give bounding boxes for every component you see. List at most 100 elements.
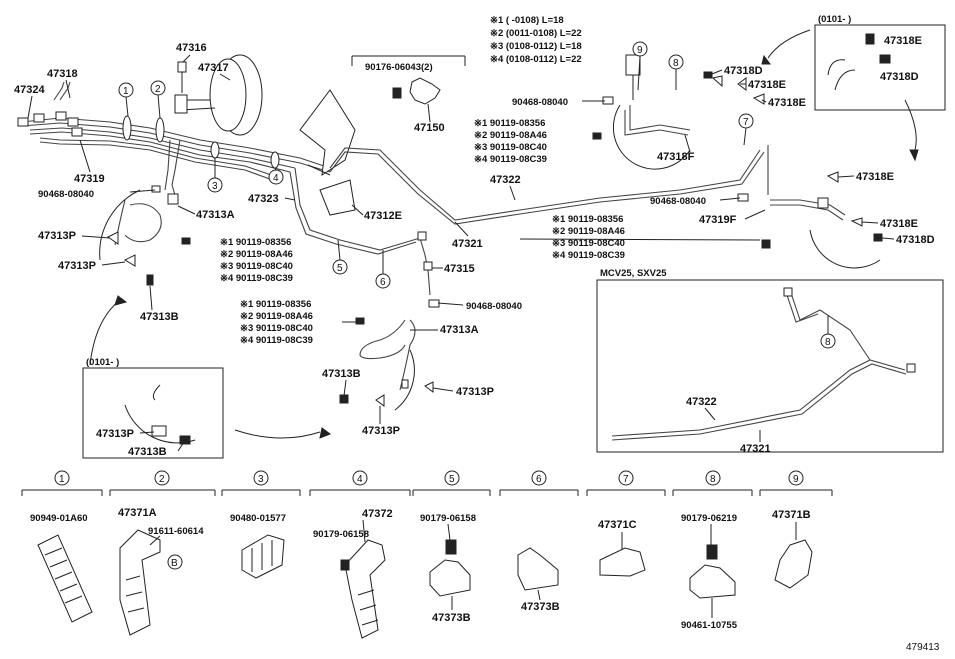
cat-47372: 47372 — [362, 508, 393, 520]
cat-marker-6: 6 — [536, 474, 542, 485]
bolt-set-d: ※1 90119-08356 ※2 90119-08A46 ※3 90119-0… — [240, 299, 313, 346]
callout-47319f: 47319F — [699, 214, 737, 226]
cat-marker-2: 2 — [159, 474, 165, 485]
bolt-b-2: ※2 90119-08A46 — [220, 249, 293, 260]
front-brake-tubes — [17, 54, 331, 196]
inset-mcv-title: MCV25, SXV25 — [600, 268, 667, 279]
cat-90949: 90949-01A60 — [30, 513, 88, 524]
cat-90480: 90480-01577 — [230, 513, 286, 524]
callout-47319: 47319 — [74, 173, 105, 185]
callout-90468-center: 90468-08040 — [466, 301, 522, 312]
callout-47316: 47316 — [176, 42, 207, 54]
callout-47321: 47321 — [452, 238, 483, 250]
callout-47313p-left-1: 47313P — [38, 230, 76, 242]
callout-47150: 47150 — [414, 122, 445, 134]
callout-47318e-top-1: 47318E — [748, 79, 786, 91]
cat-91611: 91611-60614 — [148, 526, 204, 537]
cat-90179-b: 90179-06158 — [420, 513, 476, 524]
callout-47313a-center: 47313A — [440, 324, 479, 336]
notes-top: ※1 ( -0108) L=18 ※2 (0011-0108) L=22 ※3 … — [490, 15, 582, 65]
callout-47318e-right-2: 47318E — [880, 218, 918, 230]
bolt-b-1: ※1 90119-08356 — [220, 237, 291, 248]
bolt-set-c: ※1 90119-08356 ※2 90119-08A46 ※3 90119-0… — [552, 214, 625, 261]
callout-47318d-top: 47318D — [724, 65, 763, 77]
callout-47318e-inset: 47318E — [884, 35, 922, 47]
right-rear-caliper-2 — [737, 145, 883, 269]
bolt-d-1: ※1 90119-08356 — [240, 299, 311, 310]
callout-47313p-center-2: 47313P — [362, 425, 400, 437]
cat-90461: 90461-10755 — [681, 620, 738, 631]
cat-90179-a: 90179-06158 — [313, 529, 369, 540]
callout-47312e: 47312E — [364, 210, 402, 222]
callout-47318e-right-1: 47318E — [856, 171, 894, 183]
inset-bl-range-label: (0101- ) — [86, 357, 119, 368]
marker-4: 4 — [273, 173, 279, 184]
marker-5: 5 — [337, 263, 343, 274]
callout-90468-left: 90468-08040 — [38, 189, 94, 200]
marker-7: 7 — [743, 117, 749, 128]
cat-90179-c: 90179-06219 — [681, 513, 737, 524]
cat-marker-1: 1 — [59, 474, 65, 485]
cat-marker-7: 7 — [623, 474, 629, 485]
bolt-a-2: ※2 90119-08A46 — [474, 130, 547, 141]
callout-47313b-center: 47313B — [322, 368, 361, 380]
cat-marker-3: 3 — [258, 474, 264, 485]
marker-6: 6 — [380, 277, 386, 288]
callout-47313p-center-1: 47313P — [456, 386, 494, 398]
right-rear-caliper — [592, 54, 765, 170]
callout-47322: 47322 — [490, 174, 521, 186]
cat-47373b-1: 47373B — [432, 612, 471, 624]
callout-47322-mcv: 47322 — [686, 396, 717, 408]
leader-lines — [27, 54, 895, 452]
inset-bottom-left: (0101- ) — [82, 357, 224, 459]
bolt-set-b: ※1 90119-08356 ※2 90119-08A46 ※3 90119-0… — [220, 237, 293, 284]
callout-47318d-inset: 47318D — [880, 71, 919, 83]
bolt-c-2: ※2 90119-08A46 — [552, 226, 625, 237]
cat-marker-8: 8 — [710, 474, 716, 485]
cat-marker-9: 9 — [793, 474, 799, 485]
cat-47371c: 47371C — [598, 519, 637, 531]
callout-47318d-right: 47318D — [896, 234, 935, 246]
cat-47373b-2: 47373B — [521, 601, 560, 613]
callout-47313p-left-2: 47313P — [58, 260, 96, 272]
marker-8: 8 — [673, 58, 679, 69]
callout-47321-mcv: 47321 — [740, 443, 771, 455]
note-top-3: ※3 (0108-0112) L=18 — [490, 41, 582, 52]
callout-47313p-inset: 47313P — [96, 428, 134, 440]
inset-mcv: MCV25, SXV25 — [596, 268, 944, 453]
callout-47313b-inset: 47313B — [128, 446, 167, 458]
callout-90176: 90176-06043(2) — [365, 62, 433, 73]
cat-marker-4: 4 — [357, 474, 363, 485]
note-top-4: ※4 (0108-0112) L=22 — [490, 54, 582, 65]
callout-47317: 47317 — [198, 62, 229, 74]
inset-range-label: (0101- ) — [818, 14, 851, 25]
cat-marker-5: 5 — [449, 474, 455, 485]
bolt-d-3: ※3 90119-08C40 — [240, 323, 313, 334]
callout-47323: 47323 — [248, 193, 279, 205]
rear-tubes — [289, 77, 765, 296]
callout-47318f: 47318F — [657, 151, 695, 163]
bracket-90176 — [351, 55, 466, 66]
callout-90468-right: 90468-08040 — [650, 196, 706, 207]
callout-47313b-left: 47313B — [140, 311, 179, 323]
bolt-d-2: ※2 90119-08A46 — [240, 311, 313, 322]
bolt-c-4: ※4 90119-08C39 — [552, 250, 625, 261]
cat-47371a: 47371A — [118, 507, 157, 519]
bolt-b-3: ※3 90119-08C40 — [220, 261, 293, 272]
callout-labels: 47324 47318 47316 47317 47319 90468-0804… — [14, 35, 935, 458]
callout-47315: 47315 — [444, 263, 475, 275]
marker-3: 3 — [212, 181, 218, 192]
diagram-id: 479413 — [906, 642, 940, 653]
inset-top-right: (0101- ) — [814, 14, 946, 111]
bolt-d-4: ※4 90119-08C39 — [240, 335, 313, 346]
bolt-c-3: ※3 90119-08C40 — [552, 238, 625, 249]
callout-47324: 47324 — [14, 84, 45, 96]
pointer-arrows — [89, 29, 919, 439]
callout-47318e-top-2: 47318E — [768, 97, 806, 109]
marker-2: 2 — [155, 84, 161, 95]
circle-markers: 1 2 3 4 5 6 7 8 9 8 — [118, 41, 836, 349]
bolt-a-3: ※3 90119-08C40 — [474, 142, 547, 153]
bolt-set-a: ※1 90119-08356 ※2 90119-08A46 ※3 90119-0… — [474, 118, 547, 165]
marker-9: 9 — [637, 45, 643, 56]
